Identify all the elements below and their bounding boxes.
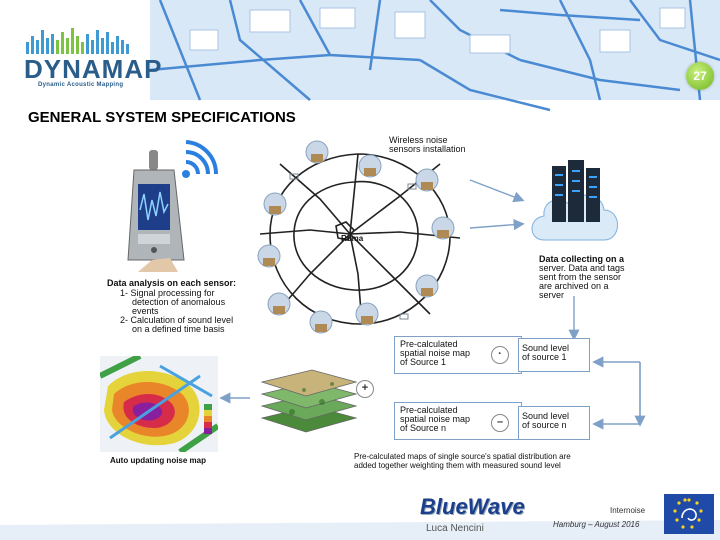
- page-title: GENERAL SYSTEM SPECIFICATIONS: [28, 109, 296, 126]
- precalculated-map-sourcen-box: [394, 402, 522, 440]
- conference-name: Internoise: [610, 506, 646, 515]
- map1-line1: Pre-calculated: [400, 339, 458, 349]
- sensor-analysis-heading: Data analysis on each sensor:: [107, 278, 237, 288]
- sensors-label-line1: Wireless noise: [389, 135, 448, 145]
- noise-sensor-nodes: [257, 140, 455, 334]
- city-center-label: Roma: [341, 234, 364, 243]
- stacked-noise-layers-icon: [260, 369, 358, 433]
- logo-name: DYNAMAP: [24, 54, 163, 84]
- auto-map-label: Auto updating noise map: [110, 456, 206, 465]
- auto-updating-noise-map-image: [100, 356, 218, 452]
- soundn-line2: of source n: [522, 420, 567, 430]
- sensor-analysis-item1-c: events: [132, 306, 159, 316]
- sensors-label-line2: sensors installation: [389, 144, 466, 154]
- map1-line3: of Source 1: [400, 357, 447, 367]
- server-text-line1: Data collecting on a: [539, 254, 625, 264]
- wireless-signal-icon: [182, 140, 218, 178]
- minus-operator: –: [491, 414, 509, 432]
- sound-level-sourcen-box: [518, 406, 590, 440]
- maps-note-line1: Pre-calculated maps of single source's s…: [354, 452, 571, 461]
- server-text-line5: server: [539, 290, 565, 300]
- slide-number-badge: 27: [686, 62, 714, 90]
- bluewave-logo: BlueWave: [420, 494, 525, 519]
- plus-operator: +: [356, 380, 374, 398]
- multiply-operator-1: ·: [491, 346, 509, 364]
- logo-subtitle: Dynamic Acoustic Mapping: [38, 82, 124, 88]
- mapn-line2: spatial noise map: [400, 414, 471, 424]
- presenter-name: Luca Nencini: [426, 523, 484, 534]
- server-text-line3: sent from the sensor: [539, 272, 622, 282]
- sound-level-meter-icon: [127, 150, 185, 272]
- conference-date: Hamburg – August 2016: [553, 520, 640, 529]
- maps-note-line2: added together weighting them with measu…: [354, 461, 561, 470]
- eu-life-logo-icon: [664, 494, 714, 534]
- sensor-analysis-item1-b: detection of anomalous: [132, 297, 226, 307]
- mapn-line1: Pre-calculated: [400, 405, 458, 415]
- mapn-line3: of Source n: [400, 423, 447, 433]
- map1-line2: spatial noise map: [400, 348, 471, 358]
- sound1-line1: Sound level: [522, 343, 570, 353]
- sensor-analysis-item1-a: 1- Signal processing for: [120, 288, 215, 298]
- sensor-analysis-item2-a: 2- Calculation of sound level: [120, 315, 234, 325]
- dynamap-skyline-logo-icon: [26, 28, 129, 54]
- sound1-line2: of source 1: [522, 352, 567, 362]
- sensor-analysis-item2-b: on a defined time basis: [132, 324, 225, 334]
- server-cloud-icon: [531, 160, 618, 241]
- soundn-line1: Sound level: [522, 411, 570, 421]
- sound-level-source1-box: [518, 338, 590, 372]
- server-text-line4: are archived on a: [539, 281, 609, 291]
- server-text-line2: server. Data and tags: [539, 263, 625, 273]
